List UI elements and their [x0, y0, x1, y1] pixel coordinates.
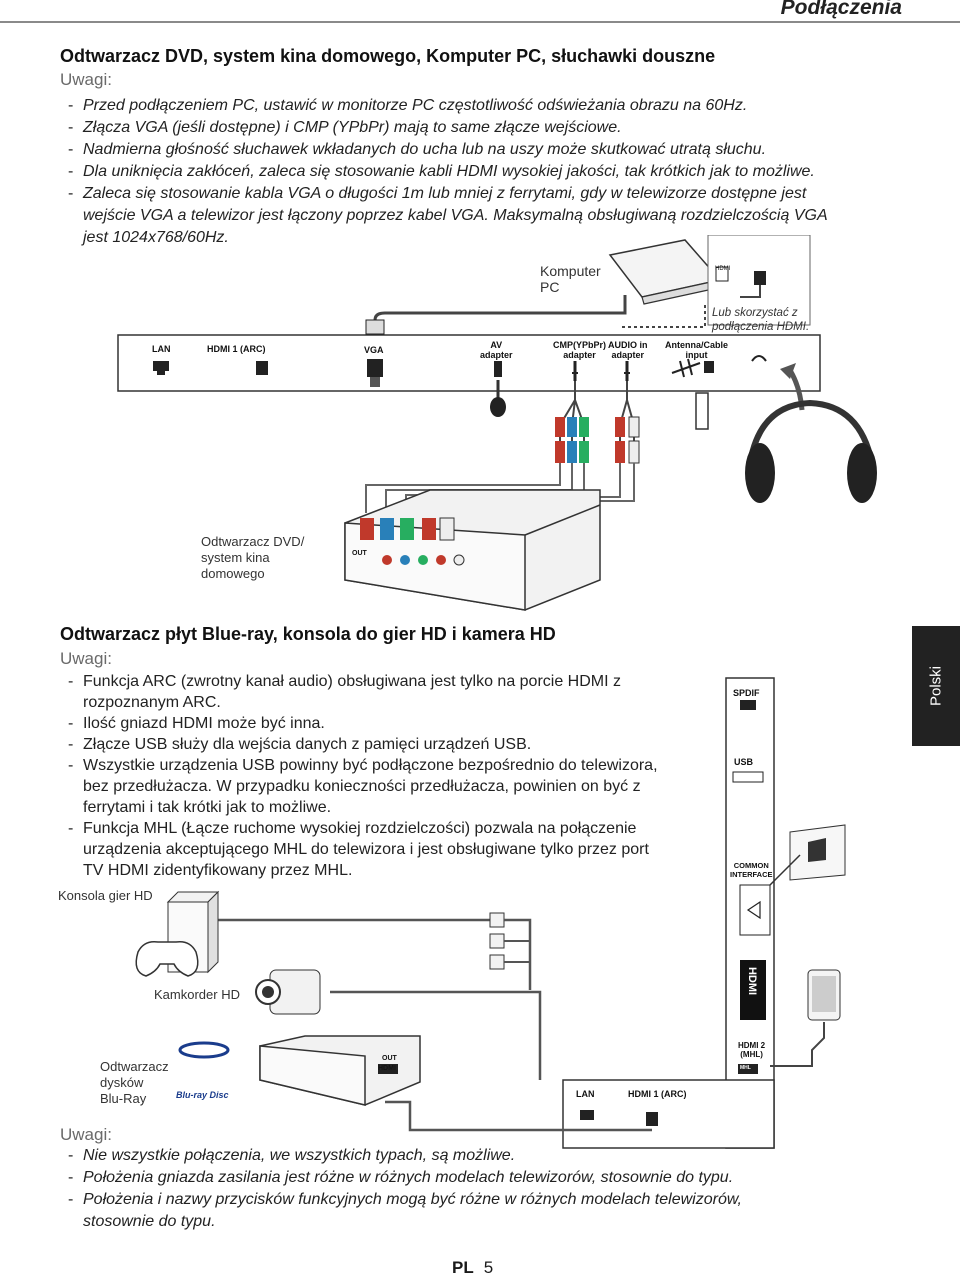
bluray-logo-text: Blu-ray Disc: [176, 1090, 229, 1100]
bluray-label: Odtwarzacz dysków Blu-Ray: [100, 1059, 169, 1106]
tv-panel-strip: [117, 334, 821, 392]
hdmi-port-icon: [256, 361, 268, 375]
hdmi2-port-icon: [738, 1064, 758, 1074]
notes-label: Uwagi:: [60, 70, 112, 89]
hdmi-port-icon: [715, 266, 729, 282]
headphones-icon: [745, 399, 877, 503]
rca-plug-green: [579, 417, 589, 437]
vga-plug: [365, 319, 385, 335]
hdmi-logo-box: [740, 960, 766, 1020]
page-number: 5: [483, 1258, 494, 1277]
rca-plug-red: [615, 417, 625, 437]
hdmi-dotted-cable: [622, 305, 706, 328]
bluray-disc-logo-icon: [178, 1041, 230, 1059]
port-label-hdmi1: HDMI 1 (ARC): [628, 1089, 687, 1099]
notes-label: Uwagi:: [60, 1125, 112, 1144]
gamepad-icon: [135, 940, 199, 977]
port-label-audio: AUDIO in adapter: [608, 340, 648, 360]
port-label-usb: USB: [734, 757, 754, 767]
page-header-title: Podłączenia: [780, 0, 902, 19]
camcorder-icon: [255, 969, 321, 1015]
hdmi-cable-console: [210, 918, 532, 990]
port-label-antenna: Antenna/Cable input: [665, 340, 729, 360]
antenna-icon: [671, 358, 714, 378]
dvd-label: Odtwarzacz DVD/ system kina domowego: [201, 534, 305, 581]
console-label: Konsola gier HD: [58, 888, 153, 903]
port-label-lan: LAN: [152, 344, 171, 354]
ci-slot-icon: [739, 884, 771, 936]
port-label-cmp: CMP(YPbPr) adapter: [553, 340, 607, 360]
port-label-mhl: MHL: [740, 1065, 751, 1071]
av-jack-icon: [494, 361, 502, 377]
usb-port-icon: [732, 771, 764, 783]
pc-label: Komputer PC: [540, 263, 601, 295]
rca-plug-red: [555, 417, 565, 437]
bluray-player-icon: [259, 1035, 421, 1106]
hdmi-cable-camcorder: [330, 990, 542, 1080]
laptop-icon: [608, 239, 723, 305]
lan-icon: [153, 361, 169, 375]
section-title-dvd-pc: Odtwarzacz DVD, system kina domowego, Ko…: [60, 46, 716, 66]
out-label: OUT: [352, 550, 367, 557]
hdmi-alt-label: Lub skorzystać z podłączenia HDMI.: [712, 307, 810, 333]
notes-list-1: -Przed podłączeniem PC, ustawić w monito…: [68, 97, 828, 246]
section-title-bluray: Odtwarzacz płyt Blue-ray, konsola do gie…: [60, 624, 556, 644]
audio-jack-icon: [624, 361, 630, 381]
phone-icon: [770, 969, 841, 1067]
dvd-player-icon: [344, 489, 601, 611]
port-label-spdif: SPDIF: [733, 688, 760, 698]
laptop-hdmi-label: HDMI: [715, 266, 731, 272]
port-label-hdmi1: HDMI 1 (ARC): [207, 344, 266, 354]
out-hdmi-label: HDMI: [378, 1065, 396, 1072]
hdmi-plug-group: [489, 912, 530, 970]
hdmi-plug-icon: [754, 271, 766, 285]
cmp-jack-icon: [572, 361, 578, 381]
port-label-ci: COMMON INTERFACE: [730, 861, 773, 879]
camcorder-label: Kamkorder HD: [154, 987, 240, 1002]
footer-lang: PL: [452, 1258, 474, 1277]
rca-plug-white: [628, 416, 640, 438]
rca-plug-blue: [567, 417, 577, 437]
out-label: OUT: [382, 1055, 397, 1062]
ci-card-icon: [769, 824, 846, 886]
port-label-vga: VGA: [364, 345, 384, 355]
headphone-port-icon: [751, 355, 767, 362]
vga-cable: [373, 295, 627, 330]
notes-list-2: -Funkcja ARC (zwrotny kanał audio) obsłu…: [68, 673, 658, 879]
port-label-lan: LAN: [576, 1089, 595, 1099]
diagram-dvd-pc-connections: [117, 235, 877, 611]
av-plug-icon: [490, 397, 506, 417]
vga-port-icon: [367, 359, 383, 387]
tv-bottom-panel: [562, 1079, 775, 1149]
language-tab: Polski: [912, 626, 960, 746]
diagram-bluray-connections: [135, 677, 846, 1149]
hdmi-port-icon: [646, 1112, 658, 1126]
page-footer: PL 5: [452, 1258, 493, 1278]
header-rule: [0, 21, 960, 23]
port-label-av: AV adapter: [480, 340, 513, 360]
spdif-port-icon: [740, 700, 756, 710]
port-label-hdmi2: HDMI 2 (MHL): [738, 1041, 766, 1059]
lan-icon: [580, 1110, 594, 1120]
antenna-plug-icon: [695, 392, 709, 430]
hdmi-cable-bluray: [385, 1100, 652, 1132]
ci-arrow-icon: [746, 900, 761, 920]
notes-label: Uwagi:: [60, 649, 112, 668]
notes-list-3: -Nie wszystkie połączenia, we wszystkich…: [68, 1147, 742, 1230]
hdmi-logo-text: HDMI: [746, 966, 759, 996]
